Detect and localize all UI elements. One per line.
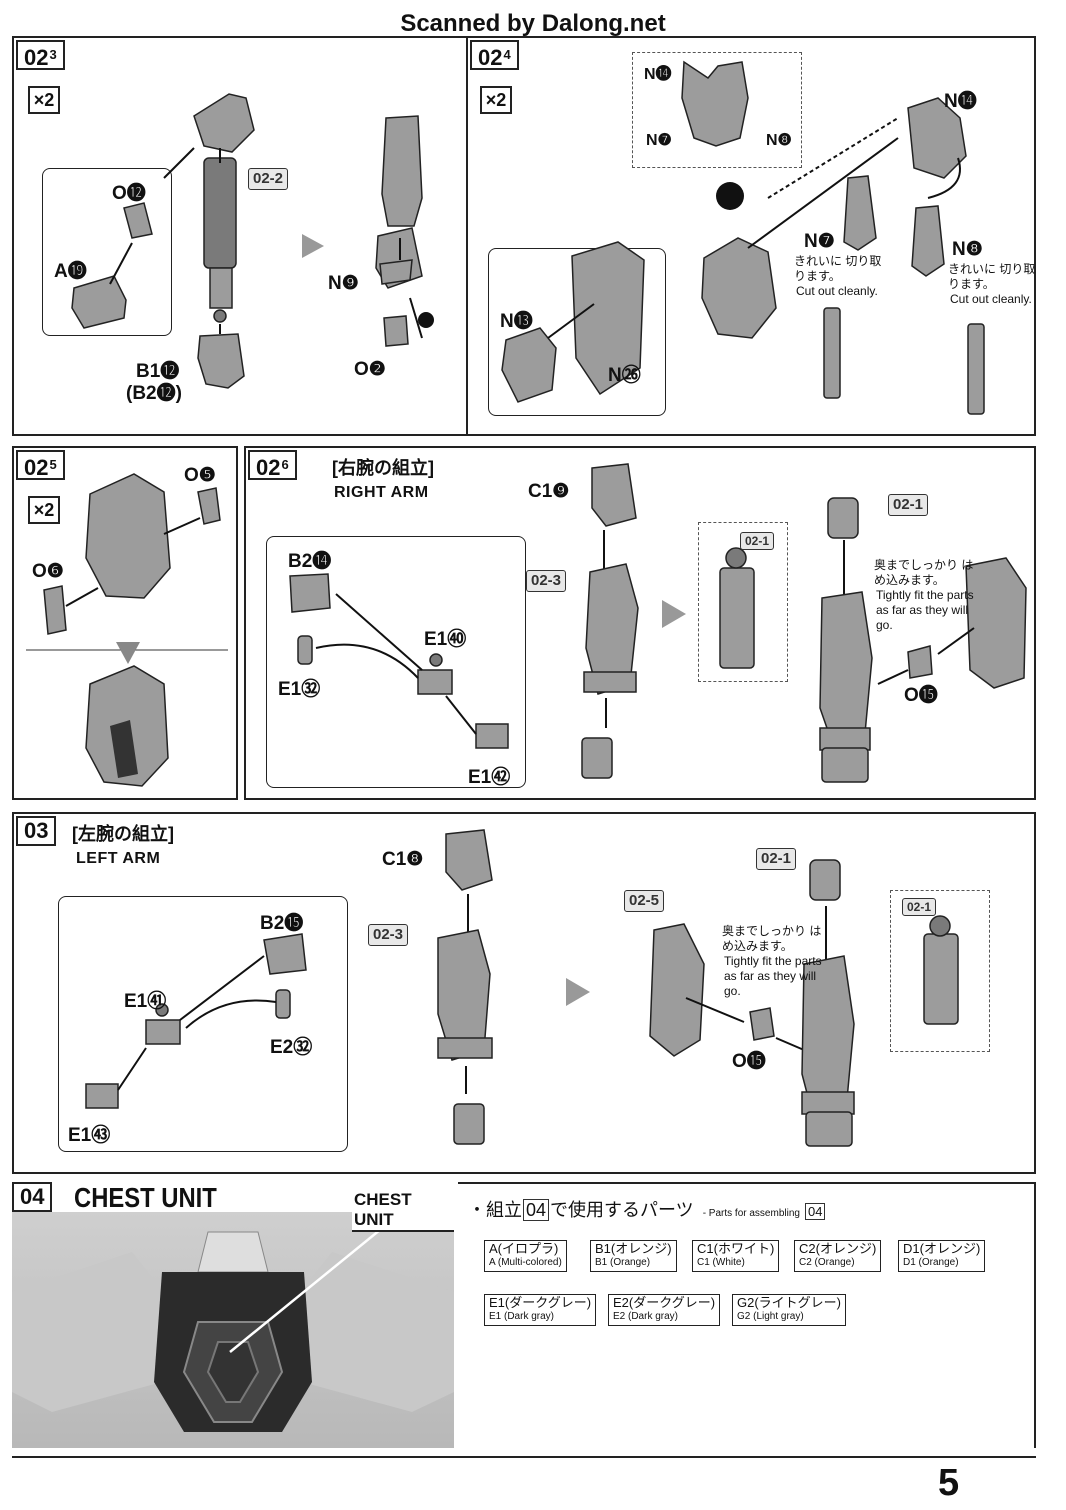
step-ref-badge: 02-1 — [902, 898, 937, 916]
parts-runner-D1: D1(オレンジ)D1 (Orange) — [898, 1240, 986, 1272]
step-02-3-panel: 023 ×2 O⓬ A⓳ 02-2 B1⓬ (B2⓬) N❾ O❷ — [12, 36, 468, 436]
cut-note-en: Cut out cleanly. — [950, 292, 1032, 306]
step-ref-badge: 02-1 — [888, 494, 929, 516]
step-label: 025 — [16, 450, 65, 480]
part-label: N❼ — [646, 132, 672, 149]
detail-dashed-box — [698, 522, 788, 682]
fit-note-en: Tightly fit the parts as far as they wil… — [724, 954, 822, 998]
chest-unit-callout: CHEST UNIT — [352, 1190, 454, 1232]
part-label: N⓭ — [500, 311, 533, 332]
step-02-4-illustration — [501, 60, 985, 415]
section-title: CHEST UNIT — [74, 1182, 217, 1213]
parts-runner-A: A(イロプラ)A (Multi-colored) — [484, 1240, 567, 1272]
sub-assembly-callout — [42, 168, 172, 336]
step-02-3-illustration — [71, 93, 434, 389]
quantity-badge: ×2 — [28, 496, 60, 524]
step-label: 024 — [470, 40, 519, 70]
cut-note-jp: きれいに 切り取ります。 — [794, 254, 882, 283]
parts-runner-C1: C1(ホワイト)C1 (White) — [692, 1240, 780, 1272]
quantity-badge: ×2 — [28, 86, 60, 114]
chest-unit-silhouette — [12, 1211, 454, 1432]
part-label: N❼ — [804, 231, 835, 252]
sub-assembly-callout — [488, 248, 666, 416]
parts-runner-E1: E1(ダークグレー)E1 (Dark gray) — [484, 1294, 597, 1326]
watermark: Scanned by Dalong.net — [400, 10, 666, 37]
part-label: E1㊷ — [468, 767, 511, 788]
parts-runner-G2: G2(ライトグレー)G2 (Light gray) — [732, 1294, 847, 1326]
step-label: 023 — [16, 40, 65, 70]
cut-note-jp: きれいに 切り取ります。 — [948, 262, 1036, 291]
step-02-5-panel: 025 ×2 O❺ O❻ — [12, 446, 238, 800]
parts-runner-E2: E2(ダークグレー)E2 (Dark gray) — [608, 1294, 721, 1326]
step-03-illustration — [85, 829, 959, 1147]
part-label: C1❽ — [382, 849, 424, 870]
step-ref-badge: 02-3 — [368, 924, 409, 946]
part-label: E1㉜ — [278, 679, 321, 700]
step-ref-badge: 02-2 — [248, 168, 289, 190]
part-label: B2⓮ — [288, 551, 332, 572]
part-label: O❷ — [354, 359, 386, 380]
step-ref-badge: 02-5 — [624, 890, 665, 912]
part-label: N⓮ — [944, 91, 977, 112]
part-label: O❺ — [184, 465, 216, 486]
section-title-jp: [右腕の組立] — [332, 458, 434, 478]
detail-dashed-box — [890, 890, 990, 1052]
step-ref-badge: 02-1 — [756, 848, 797, 870]
part-label: O⓯ — [732, 1051, 766, 1072]
part-label: N❾ — [328, 273, 359, 294]
part-label: C1❾ — [528, 481, 570, 502]
part-label: (B2⓬) — [126, 383, 182, 404]
fit-note-jp: 奥までしっかり はめ込みます。 — [874, 558, 974, 587]
part-label: B1⓬ — [136, 361, 180, 382]
part-label: E2㉜ — [270, 1037, 313, 1058]
part-label: O❻ — [32, 561, 64, 582]
cut-note-en: Cut out cleanly. — [796, 284, 878, 298]
step-04-panel: 04 CHEST UNIT CHEST UNIT — [12, 1182, 454, 1448]
part-label: E1㊶ — [124, 991, 167, 1012]
step-02-5-illustration — [26, 473, 228, 787]
parts-runner-B1: B1(オレンジ)B1 (Orange) — [590, 1240, 677, 1272]
part-label: N❽ — [766, 132, 792, 149]
part-label: B2⓯ — [260, 913, 304, 934]
section-title-en: LEFT ARM — [76, 850, 161, 867]
part-label: O⓯ — [904, 685, 938, 706]
sub-assembly-callout — [266, 536, 526, 788]
step-ref-badge: 02-3 — [526, 570, 567, 592]
step-02-6-illustration — [289, 463, 1027, 783]
part-label: E1㊸ — [68, 1125, 111, 1146]
section-title-jp: [左腕の組立] — [72, 824, 174, 844]
detail-dashed-box — [632, 52, 802, 168]
step-02-6-panel: 026 [右腕の組立] RIGHT ARM B2⓮ E1㊵ E1㉜ E1㊷ C1… — [244, 446, 1036, 800]
step-03-panel: 03 [左腕の組立] LEFT ARM B2⓯ E1㊶ E2㉜ E1㊸ C1❽ … — [12, 812, 1036, 1174]
page-number: 5 — [938, 1462, 960, 1504]
step-label: 026 — [248, 450, 297, 480]
fit-note-en: Tightly fit the parts as far as they wil… — [876, 588, 974, 632]
part-label: N⓮ — [644, 66, 672, 83]
part-label: O⓬ — [112, 183, 146, 204]
step-label: 03 — [16, 816, 57, 846]
step-02-4-panel: 024 ×2 N⓮ N❼ N❽ N⓮ N❼ きれいに 切り取ります。 Cut o… — [466, 36, 1036, 436]
fit-note-jp: 奥までしっかり はめ込みます。 — [722, 924, 822, 953]
part-label: N㉖ — [608, 365, 641, 386]
section-title-en: RIGHT ARM — [334, 484, 429, 501]
step-label: 04 — [12, 1182, 53, 1212]
step-ref-badge: 02-1 — [740, 532, 775, 550]
part-label: A⓳ — [54, 261, 87, 282]
part-label: E1㊵ — [424, 629, 467, 650]
sub-assembly-callout — [58, 896, 348, 1152]
parts-runner-C2: C2(オレンジ)C2 (Orange) — [794, 1240, 882, 1272]
part-label: N❽ — [952, 239, 983, 260]
quantity-badge: ×2 — [480, 86, 512, 114]
step-ref-inline: 04 — [523, 1199, 550, 1221]
footer-rule — [12, 1456, 1036, 1458]
